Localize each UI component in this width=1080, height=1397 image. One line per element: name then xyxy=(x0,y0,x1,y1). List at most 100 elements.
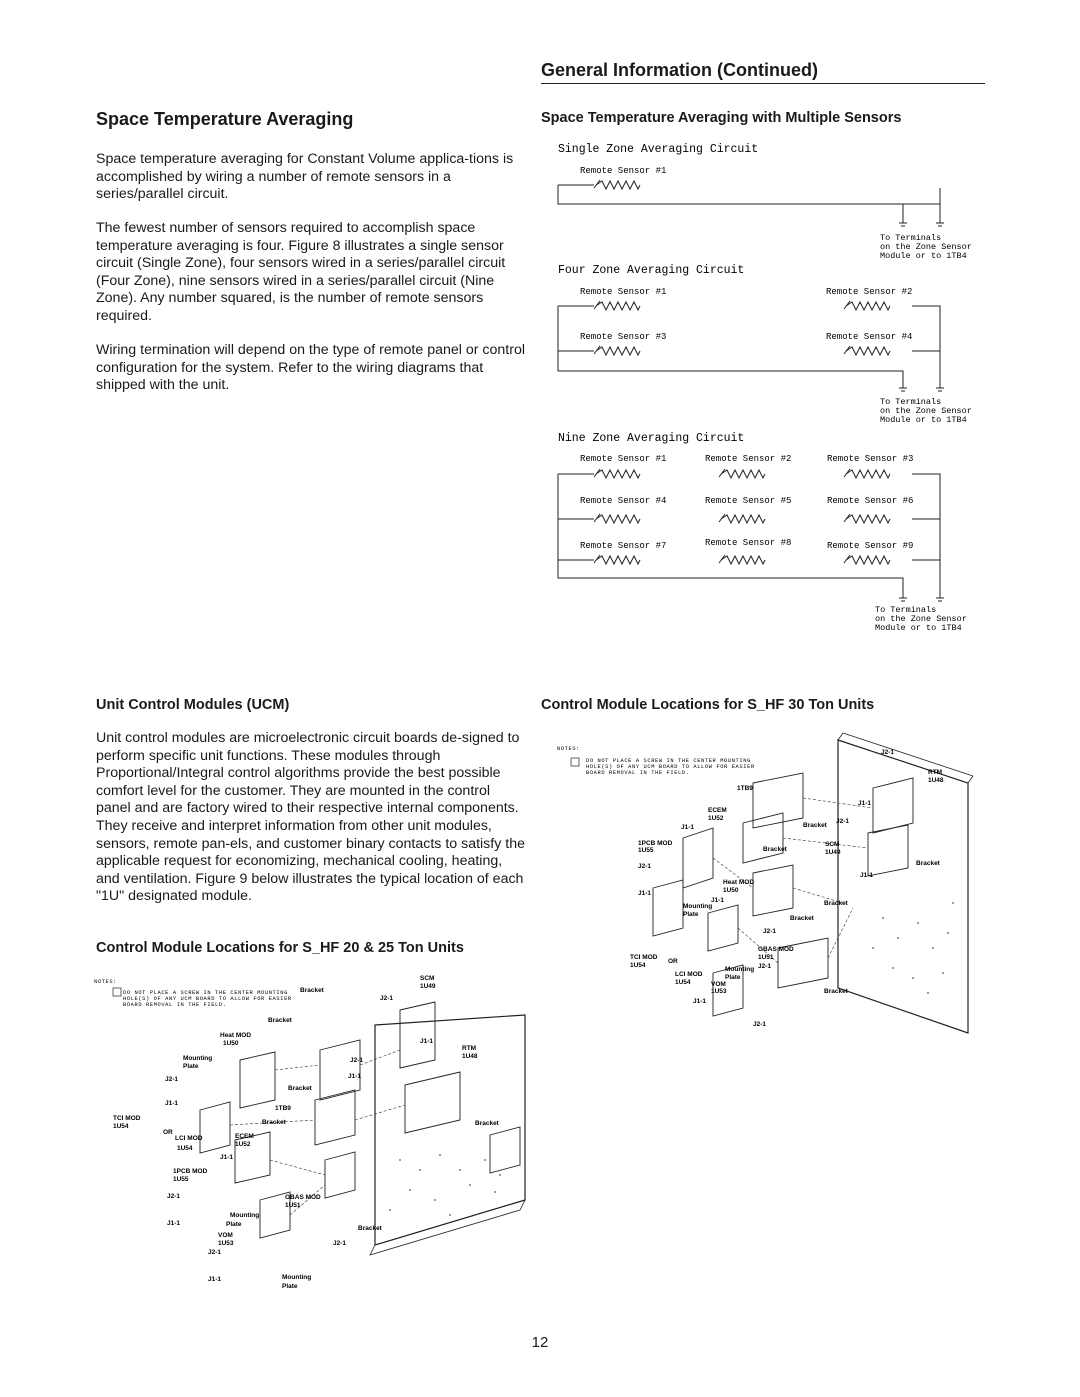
notes-label-30: NOTES: xyxy=(557,746,580,752)
ucm-heading: Unit Control Modules (UCM) xyxy=(96,697,290,713)
label-bracket-20e: Bracket xyxy=(475,1120,500,1127)
label-gbas-20: GBAS MOD xyxy=(285,1194,321,1201)
sensor-label-9-6: Remote Sensor #6 xyxy=(827,496,913,506)
label-j1-20c: J1-1 xyxy=(165,1100,178,1107)
label-mounting-30a: Mounting xyxy=(683,903,712,910)
sensor-label-4-1: Remote Sensor #1 xyxy=(580,287,666,297)
label-gbas-30: GBAS MOD xyxy=(758,946,794,953)
label-scm-30: SCM xyxy=(825,841,839,848)
label-rtm-20: RTM xyxy=(462,1045,476,1052)
label-j2-20e: J2-1 xyxy=(333,1240,346,1247)
terminal-text-3b: on the Zone Sensor xyxy=(875,614,967,624)
label-j1-30f: J1-1 xyxy=(693,998,706,1005)
label-1u55-30: 1U55 xyxy=(638,847,654,854)
figure-30-ton-diagram: NOTES: DO NOT PLACE A SCREW IN THE CENTE… xyxy=(557,732,974,1034)
label-bracket-20a: Bracket xyxy=(300,987,325,994)
sensor-label-4-2: Remote Sensor #2 xyxy=(826,287,912,297)
label-1u54-30a: 1U54 xyxy=(630,962,646,969)
note-line-30-1: DO NOT PLACE A SCREW IN THE CENTER MOUNT… xyxy=(586,758,751,764)
paragraph-ucm: Unit control modules are microelectronic… xyxy=(96,730,525,905)
label-1u52-30: 1U52 xyxy=(708,815,724,822)
label-bracket-20f: Bracket xyxy=(358,1225,383,1232)
label-mounting-20c: Mounting xyxy=(282,1274,311,1281)
sensor-label-9-5: Remote Sensor #5 xyxy=(705,496,791,506)
label-bracket-20c: Bracket xyxy=(288,1085,313,1092)
resistor-single xyxy=(593,179,641,190)
sensor-label-4-4: Remote Sensor #4 xyxy=(826,332,912,342)
label-1tb9-20: 1TB9 xyxy=(275,1105,291,1112)
paragraph-sensors: The fewest number of sensors required to… xyxy=(96,220,506,324)
note-line-20-1: DO NOT PLACE A SCREW IN THE CENTER MOUNT… xyxy=(123,990,288,996)
label-1u53-30: 1U53 xyxy=(711,988,727,995)
label-j1-20b: J1-1 xyxy=(348,1073,361,1080)
terminal-text-3a: To Terminals xyxy=(875,605,936,615)
label-1u52-20: 1U52 xyxy=(235,1141,251,1148)
label-plate-30a: Plate xyxy=(683,911,699,918)
sensor-label-4-3: Remote Sensor #3 xyxy=(580,332,666,342)
label-bracket-30a: Bracket xyxy=(803,822,828,829)
sensor-label-9-9: Remote Sensor #9 xyxy=(827,541,913,551)
section-header: General Information (Continued) xyxy=(541,60,985,84)
label-j2-30f: J2-1 xyxy=(753,1021,766,1028)
label-j1-30d: J1-1 xyxy=(638,890,651,897)
label-1u49-20: 1U49 xyxy=(420,983,436,990)
terminal-text-2b: on the Zone Sensor xyxy=(880,406,972,416)
sensor-label-9-2: Remote Sensor #2 xyxy=(705,454,791,464)
label-1u55-20: 1U55 xyxy=(173,1176,189,1183)
label-1u50-30: 1U50 xyxy=(723,887,739,894)
label-j1-30c: J1-1 xyxy=(860,872,873,879)
label-j2-20d: J2-1 xyxy=(167,1193,180,1200)
notes-label-20: NOTES: xyxy=(94,979,117,985)
label-bracket-30e: Bracket xyxy=(790,915,815,922)
label-mounting-30b: Mounting xyxy=(725,966,754,973)
label-ecem-30: ECEM xyxy=(708,807,727,814)
sensor-label-9-4: Remote Sensor #4 xyxy=(580,496,666,506)
label-lci-20: LCI MOD xyxy=(175,1135,203,1142)
label-bracket-20d: Bracket xyxy=(262,1119,287,1126)
label-j1-20a: J1-1 xyxy=(420,1038,433,1045)
figure-20-25-ton-diagram: NOTES: DO NOT PLACE A SCREW IN THE CENTE… xyxy=(94,975,526,1290)
label-j2-20c: J2-1 xyxy=(165,1076,178,1083)
note-line-20-2: HOLE(S) OF ANY UCM BOARD TO ALLOW FOR EA… xyxy=(123,996,292,1002)
label-j1-20f: J1-1 xyxy=(208,1276,221,1283)
label-j2-30d: J2-1 xyxy=(763,928,776,935)
sensor-label-9-7: Remote Sensor #7 xyxy=(580,541,666,551)
label-1u48-20: 1U48 xyxy=(462,1053,478,1060)
sensor-label-9-1: Remote Sensor #1 xyxy=(580,454,666,464)
sensor-label-single: Remote Sensor #1 xyxy=(580,166,666,176)
label-bracket-30c: Bracket xyxy=(916,860,941,867)
page-number: 12 xyxy=(531,1334,549,1351)
page-title: Space Temperature Averaging xyxy=(96,109,354,129)
paragraph-intro: Space temperature averaging for Constant… xyxy=(96,151,514,203)
terminal-text-3c: Module or to 1TB4 xyxy=(875,623,962,633)
label-1pcb-30: 1PCB MOD xyxy=(638,840,673,847)
label-tci-30: TCI MOD xyxy=(630,954,658,961)
label-j2-30e: J2-1 xyxy=(758,963,771,970)
label-or-20: OR xyxy=(163,1129,173,1136)
label-scm-20: SCM xyxy=(420,975,434,982)
label-j2-30a: J2-1 xyxy=(881,749,894,756)
label-1pcb-20: 1PCB MOD xyxy=(173,1168,208,1175)
label-1u50-20: 1U50 xyxy=(223,1040,239,1047)
label-j2-20b: J2-1 xyxy=(350,1057,363,1064)
terminal-text-1c: Module or to 1TB4 xyxy=(880,251,967,261)
label-vom-30: VOM xyxy=(711,981,726,988)
label-1u49-30: 1U49 xyxy=(825,849,841,856)
label-1u54-20b: 1U54 xyxy=(177,1145,193,1152)
label-bracket-30d: Bracket xyxy=(824,900,849,907)
label-1tb9-30: 1TB9 xyxy=(737,785,753,792)
label-j2-20a: J2-1 xyxy=(380,995,393,1002)
sensor-label-9-8: Remote Sensor #8 xyxy=(705,538,791,548)
label-mounting-20a: Mounting xyxy=(183,1055,212,1062)
four-zone-title: Four Zone Averaging Circuit xyxy=(558,264,744,277)
label-1u53-20: 1U53 xyxy=(218,1240,234,1247)
averaging-heading: Space Temperature Averaging with Multipl… xyxy=(541,110,902,126)
label-heat-mod-20: Heat MOD xyxy=(220,1032,251,1039)
label-bracket-20b: Bracket xyxy=(268,1017,293,1024)
nine-zone-title: Nine Zone Averaging Circuit xyxy=(558,432,744,445)
label-plate-30b: Plate xyxy=(725,974,741,981)
paragraph-wiring: Wiring termination will depend on the ty… xyxy=(96,342,526,394)
sensor-label-9-3: Remote Sensor #3 xyxy=(827,454,913,464)
figure-20-25-heading: Control Module Locations for S_HF 20 & 2… xyxy=(96,940,464,956)
label-vom-20: VOM xyxy=(218,1232,233,1239)
